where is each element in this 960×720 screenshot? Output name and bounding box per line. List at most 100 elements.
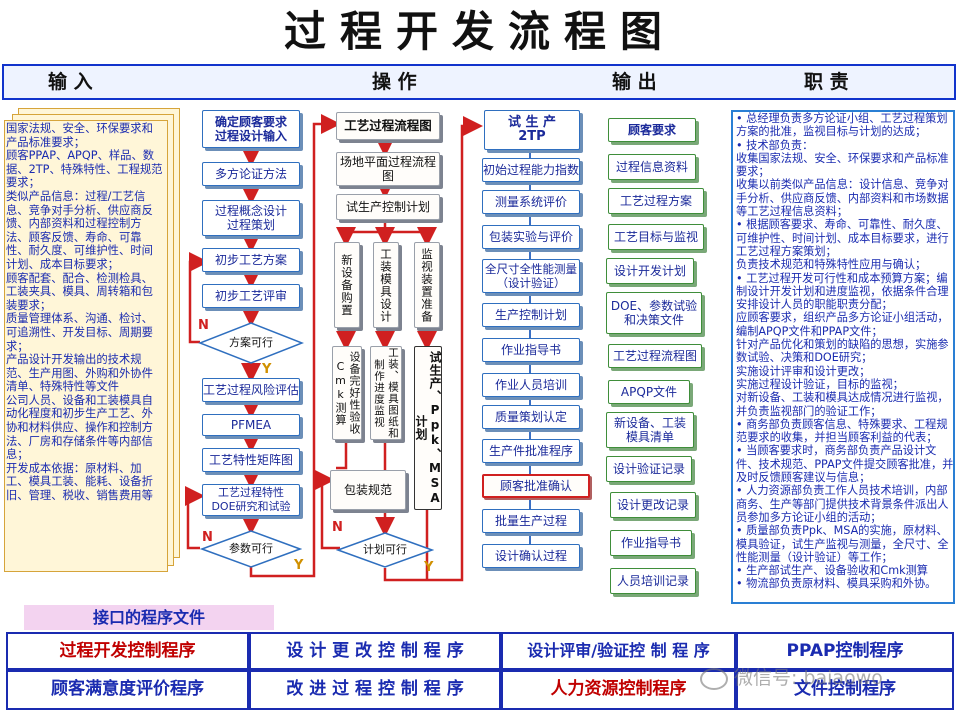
- box-label: 生产控制计划: [494, 308, 567, 322]
- doc-work-instruction: 作业指导书: [610, 530, 692, 556]
- box-label: PFMEA: [230, 418, 272, 432]
- box-multi-party-argument: 多方论证方法: [202, 162, 300, 186]
- box-process-flow-chart: 工艺过程流程图: [336, 112, 440, 140]
- doc-new-equipment-list: 新设备、工装 模具清单: [606, 412, 694, 448]
- doc-label: DOE、参数试验 和决策文件: [610, 299, 698, 327]
- box-label: 试生产控制计划: [345, 200, 430, 214]
- box-process-risk-assessment: 工艺过程风险评估: [202, 378, 300, 402]
- box-label: 作业人员培训: [494, 378, 567, 392]
- box-label: 过程概念设计 过程策划: [214, 204, 287, 232]
- procedure-cell: 改 进 过 程 控 制 程 序: [249, 670, 501, 710]
- flag-y-2: Y: [294, 558, 304, 573]
- doc-process-targets: 工艺目标与监视: [608, 224, 704, 250]
- wechat-icon: [700, 667, 728, 690]
- box-label: 试 生 产 2TP: [507, 115, 557, 144]
- box-label: 工装、模具图纸和制作进度监视: [373, 347, 399, 439]
- box-preliminary-process-review: 初步工艺评审: [202, 284, 300, 308]
- flag-y-1: Y: [262, 362, 272, 377]
- box-label: 作业指导书: [500, 343, 561, 357]
- box-ppap-procedure: 生产件批准程序: [482, 439, 580, 463]
- decision-plan-ok: [336, 532, 434, 568]
- responsibility-panel: [731, 110, 955, 604]
- header-bar: 输 入 操 作 输 出 职 责: [2, 64, 956, 100]
- box-preliminary-process-plan: 初步工艺方案: [202, 248, 300, 272]
- decision-parameters-feasible-label: 参数可行: [229, 542, 273, 555]
- doc-design-verification: 设计验证记录: [606, 456, 692, 482]
- box-mass-production: 批量生产过程: [482, 509, 580, 533]
- box-label: 场地平面过程流程图: [339, 155, 436, 183]
- box-label: 新设备购置: [340, 253, 354, 317]
- doc-label: 工艺目标与监视: [613, 230, 698, 244]
- box-label: 试生产、Ppk、MSA计划: [414, 350, 442, 506]
- decision-plan-ok-label: 计划可行: [363, 543, 407, 556]
- box-packaging-test: 包装实验与评价: [482, 225, 580, 249]
- procedure-cell: 设 计 更 改 控 制 程 序: [249, 632, 501, 670]
- box-operator-training: 作业人员培训: [482, 373, 580, 397]
- doc-label: 作业指导书: [620, 536, 681, 550]
- procedure-cell: 文件控制程序: [736, 670, 954, 710]
- doc-label: 设计更改记录: [616, 498, 689, 512]
- box-design-validation: 设计确认过程: [482, 544, 580, 568]
- flag-n-1: N: [198, 318, 209, 333]
- doc-doe-files: DOE、参数试验 和决策文件: [606, 292, 702, 334]
- box-trial-ppk-msa-plan: 试生产、Ppk、MSA计划: [414, 346, 442, 510]
- input-paper: [4, 120, 168, 572]
- box-label: 全尺寸全性能测量 （设计验证）: [485, 262, 577, 290]
- box-site-layout-flow: 场地平面过程流程图: [336, 152, 440, 186]
- box-label: 设备完好性验收Cmk测算: [334, 351, 361, 435]
- box-label: 质量策划认定: [494, 410, 567, 424]
- procedure-cell: PPAP控制程序: [736, 632, 954, 670]
- procedure-cell: 顾客满意度评价程序: [6, 670, 249, 710]
- box-label: 设计确认过程: [494, 549, 567, 563]
- box-label: 确定顾客要求 过程设计输入: [214, 115, 287, 143]
- box-label: 顾客批准确认: [499, 479, 572, 493]
- decision-plan-feasible-label: 方案可行: [229, 336, 273, 349]
- box-label: 初步工艺方案: [214, 253, 287, 267]
- box-label: 初始过程能力指数: [483, 163, 580, 177]
- doc-label: 设计验证记录: [612, 462, 685, 476]
- box-label: 初步工艺评审: [214, 289, 287, 303]
- header-responsibility: 职 责: [804, 71, 849, 93]
- box-determine-customer-requirements: 确定顾客要求 过程设计输入: [202, 110, 300, 148]
- box-label: 工艺过程特性 DOE研究和试验: [211, 486, 291, 513]
- box-label: 批量生产过程: [494, 514, 567, 528]
- box-work-instruction: 作业指导书: [482, 338, 580, 362]
- box-trial-control-plan: 试生产控制计划: [336, 194, 440, 220]
- doc-process-info: 过程信息资料: [608, 154, 696, 180]
- box-process-concept-design: 过程概念设计 过程策划: [202, 200, 300, 236]
- box-initial-process-capability: 初始过程能力指数: [482, 158, 580, 182]
- box-label: 工艺过程流程图: [344, 118, 432, 133]
- procedure-cell: 过程开发控制程序: [6, 632, 249, 670]
- doc-label: 过程信息资料: [615, 160, 688, 174]
- doc-label: 顾客要求: [627, 123, 676, 137]
- box-label: 多方论证方法: [214, 167, 287, 181]
- flag-y-3: Y: [424, 560, 434, 575]
- box-customer-approval: 顾客批准确认: [482, 474, 590, 498]
- watermark: 微信号: baiaowo: [700, 664, 956, 692]
- box-label: 工装模具设计: [379, 247, 393, 323]
- box-process-characteristic-doe: 工艺过程特性 DOE研究和试验: [202, 484, 300, 516]
- box-equipment-acceptance-cmk: 设备完好性验收Cmk测算: [332, 346, 362, 440]
- doc-label: APQP文件: [620, 385, 678, 399]
- header-operation: 操 作: [372, 71, 417, 93]
- box-new-equipment-purchase: 新设备购置: [334, 242, 360, 328]
- decision-parameters-feasible: [200, 530, 302, 568]
- interface-procedures-label: 接口的程序文件: [24, 605, 274, 631]
- doc-development-plan: 设计开发计划: [606, 258, 694, 284]
- box-tooling-mold-design: 工装模具设计: [373, 242, 399, 328]
- decision-plan-feasible: [198, 322, 304, 364]
- box-production-control-plan: 生产控制计划: [482, 303, 580, 327]
- box-label: 测量系统评价: [494, 195, 567, 209]
- box-label: 包装规范: [343, 483, 392, 497]
- doc-process-plan: 工艺过程方案: [608, 188, 704, 214]
- box-msa-evaluation: 测量系统评价: [482, 190, 580, 214]
- responsibility-text: • 总经理负责多方论证小组、工艺过程策划方案的批准，监视目标与计划的达成； • …: [736, 112, 954, 591]
- doc-label: 设计开发计划: [613, 264, 686, 278]
- doc-apqp-files: APQP文件: [608, 380, 690, 404]
- flag-n-2: N: [202, 530, 213, 545]
- box-full-dimension-test: 全尺寸全性能测量 （设计验证）: [482, 259, 580, 293]
- box-tooling-progress-monitor: 工装、模具图纸和制作进度监视: [370, 346, 402, 440]
- doc-label: 工艺过程方案: [619, 194, 692, 208]
- doc-process-flow-chart: 工艺过程流程图: [608, 344, 702, 368]
- doc-label: 工艺过程流程图: [612, 349, 697, 363]
